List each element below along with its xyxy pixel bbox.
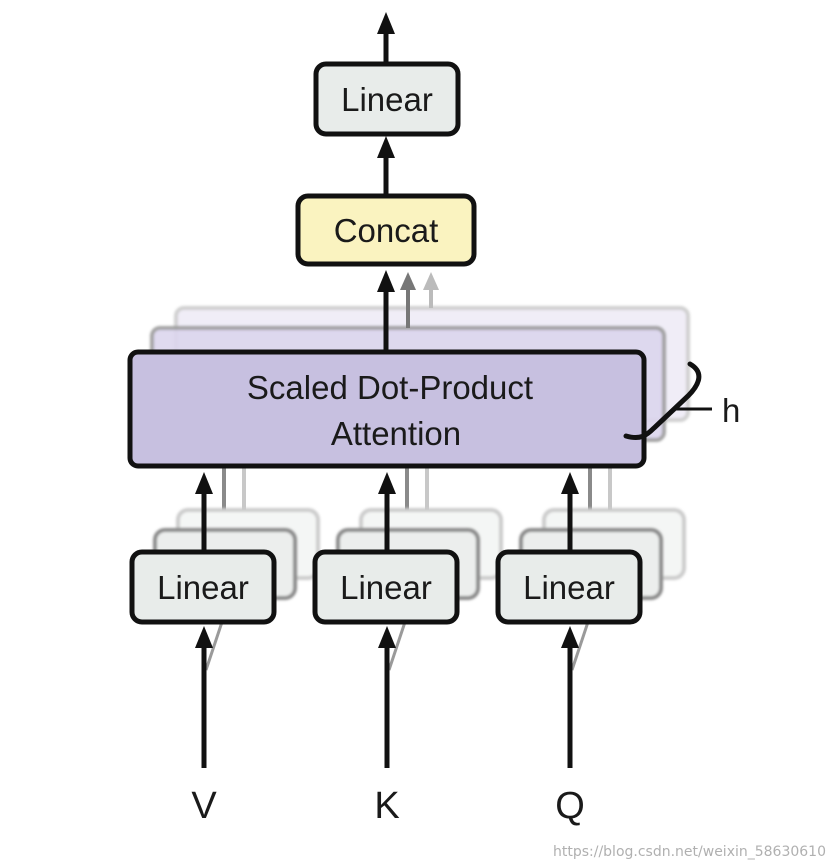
linear-k-label: Linear: [340, 569, 432, 606]
output-arrow: [377, 12, 395, 62]
concat-to-linear-arrow: [377, 136, 395, 194]
linear-projection-q: Linear: [495, 549, 643, 625]
input-k-label: K: [374, 785, 399, 827]
head-count-label: h: [722, 392, 740, 429]
input-shadow-arrows: [204, 621, 590, 671]
attention-to-concat-arrow: [377, 270, 395, 352]
output-linear-block: Linear: [313, 61, 461, 137]
input-v-label: V: [191, 785, 217, 827]
linear-v-label: Linear: [157, 569, 249, 606]
linear-projection-k: Linear: [312, 549, 460, 625]
watermark-text: https://blog.csdn.net/weixin_58630610: [553, 844, 826, 860]
scaled-dot-product-attention-block: Scaled Dot-Product Attention: [127, 349, 647, 469]
attention-label-line2: Attention: [331, 415, 461, 452]
concat-shadow-arrows: [400, 272, 439, 328]
concat-block: Concat: [295, 193, 477, 267]
head-count-brace: h: [623, 361, 740, 441]
output-linear-label: Linear: [341, 81, 433, 118]
attention-label-line1: Scaled Dot-Product: [247, 369, 533, 406]
projection-to-attention-arrows: [195, 472, 579, 552]
input-q-label: Q: [555, 785, 585, 827]
input-arrows: [195, 626, 579, 768]
concat-label: Concat: [334, 212, 439, 249]
linear-q-label: Linear: [523, 569, 615, 606]
linear-projection-v: Linear: [129, 549, 277, 625]
